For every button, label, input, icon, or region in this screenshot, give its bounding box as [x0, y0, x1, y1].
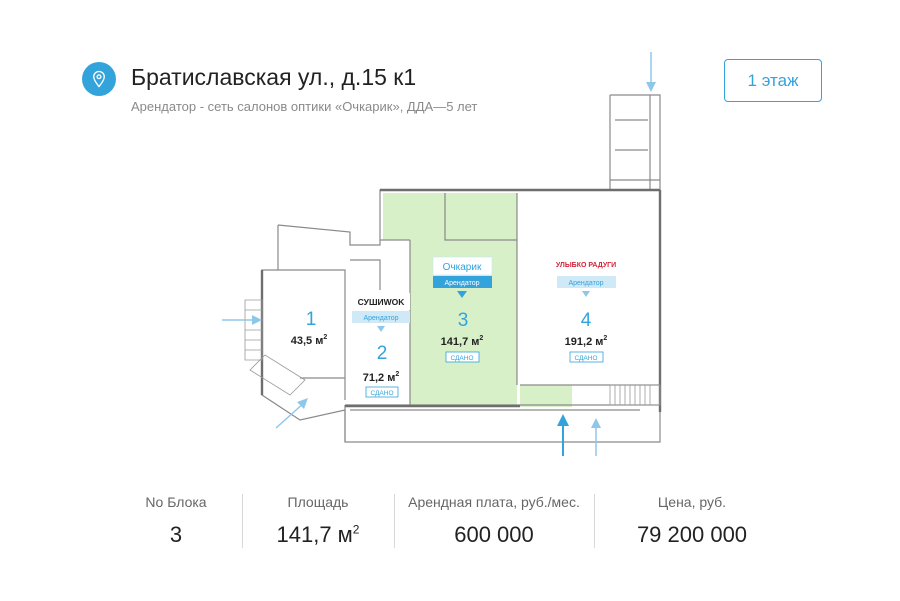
stat-block-number: No Блока 3 [145, 494, 207, 547]
floor-plan: 1 43,5 м2 СУШИWOK Арендатор 2 71,2 м2 СД… [222, 52, 662, 456]
stat-price: Цена, руб. 79 200 000 [594, 492, 790, 552]
block-2-marker-icon [377, 326, 385, 332]
block-2-tenant-logo: СУШИWOK [358, 297, 406, 307]
block-3-tenant-label: Арендатор [444, 280, 479, 287]
block-1-area: 43,5 м2 [291, 334, 328, 347]
stat-rent: Арендная плата, руб./мес. 600 000 [394, 492, 594, 552]
load-bearing-walls [260, 188, 662, 412]
block-4-tenant-logo: УЛЫБКО РАДУГИ [556, 262, 616, 269]
block-3-tenant-logo: Очкарик [443, 262, 482, 273]
block-4-number: 4 [581, 310, 592, 331]
block-3-status-badge: СДАНО [450, 355, 473, 362]
location-pin-icon [82, 62, 116, 96]
block-3-number: 3 [458, 310, 469, 331]
stairs [244, 299, 661, 406]
block-4-marker-icon [582, 291, 590, 297]
floor-selector-button[interactable]: 1 этаж [724, 59, 822, 102]
tenant-info: Арендатор - сеть салонов оптики «Очкарик… [131, 99, 478, 114]
page-title: Братиславская ул., д.15 к1 [131, 64, 417, 90]
block-3-marker-icon [457, 291, 467, 298]
block-2-status-badge: СДАНО [370, 390, 393, 397]
rented-strip [520, 385, 572, 407]
block-3-area: 141,7 м2 [441, 335, 484, 348]
block-3-area[interactable] [383, 193, 517, 405]
entrance-arrows [222, 52, 656, 456]
block-4-tenant-label: Арендатор [568, 280, 603, 287]
stat-area: Площадь 141,7 м2 [242, 492, 394, 552]
block-2-area: 71,2 м2 [363, 371, 400, 384]
block-4-area: 191,2 м2 [565, 335, 608, 348]
block-2-number: 2 [377, 343, 388, 364]
block-2-tenant-label: Арендатор [363, 315, 398, 322]
block-stats: No Блока 3 Площадь 141,7 м2 Арендная пла… [110, 492, 790, 552]
block-1-number: 1 [306, 309, 317, 330]
block-4-status-badge: СДАНО [574, 355, 597, 362]
